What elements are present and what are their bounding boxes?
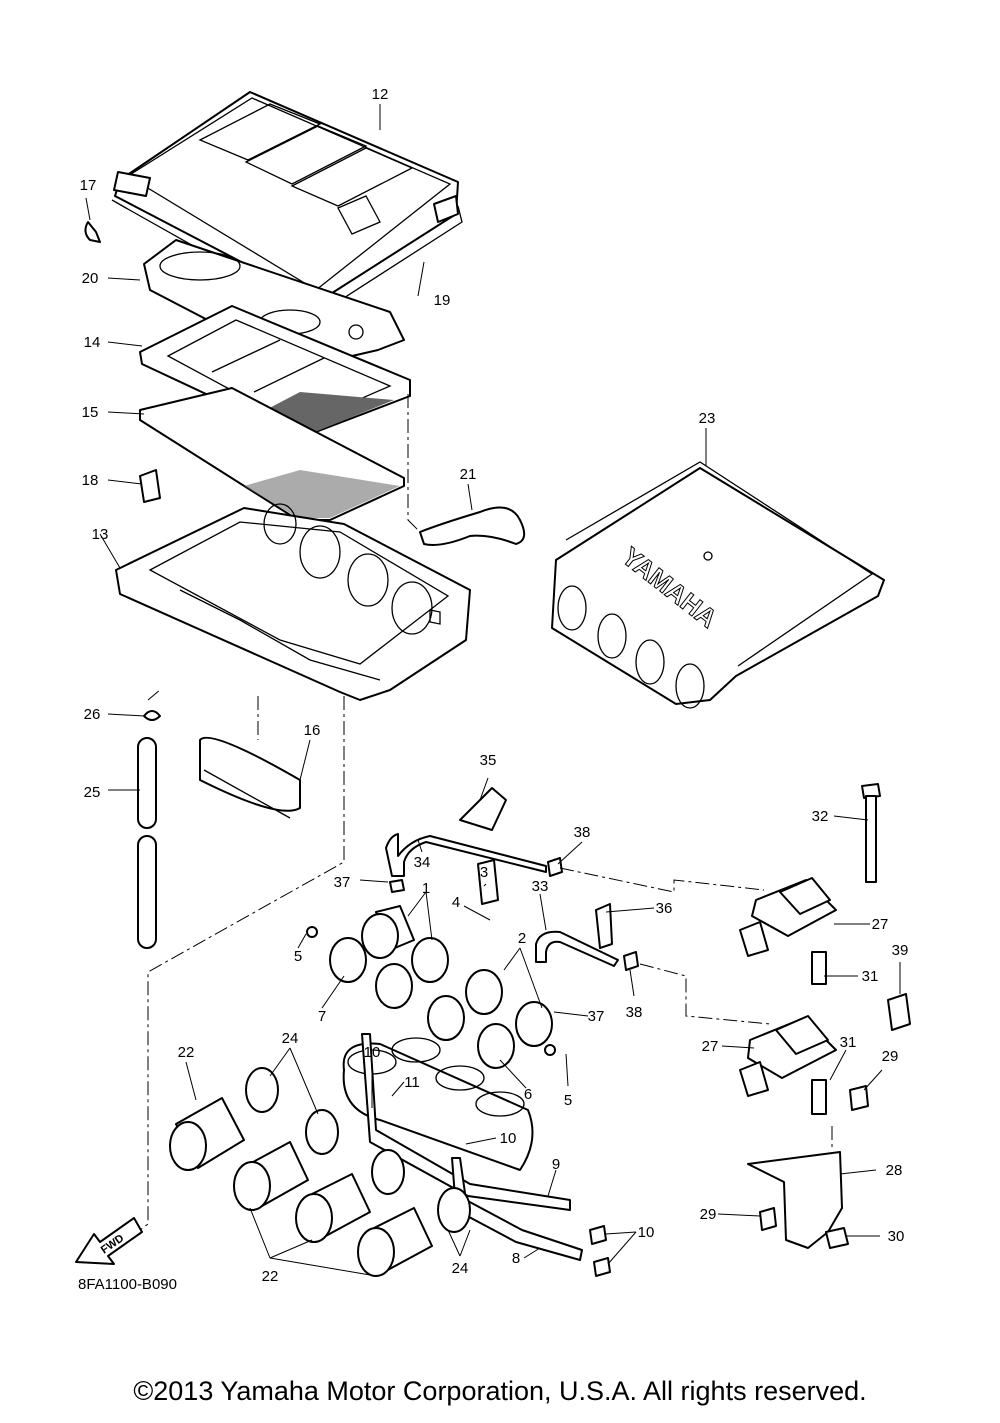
callout-9: 9 <box>552 1156 560 1173</box>
callout-34: 34 <box>414 854 431 871</box>
callout-15: 15 <box>82 404 99 421</box>
bolt-29-a <box>849 1085 869 1111</box>
drawing-code: 8FA1100-B090 <box>78 1276 177 1293</box>
breather-hose <box>419 506 526 546</box>
fuel-pump-lower <box>739 1015 837 1115</box>
hose-holder-35 <box>459 787 507 831</box>
callout-33: 33 <box>532 878 549 895</box>
part-18 <box>139 469 161 503</box>
clip-10-a <box>589 1225 607 1245</box>
callout-6: 6 <box>524 1086 532 1103</box>
callout-4: 4 <box>452 894 460 911</box>
callout-14: 14 <box>84 334 101 351</box>
callout-29b: 29 <box>700 1206 717 1223</box>
vacuum-hose-34 <box>385 833 547 877</box>
callout-26: 26 <box>84 706 101 723</box>
callout-36: 36 <box>656 900 673 917</box>
callout-32: 32 <box>812 808 829 825</box>
bracket-28 <box>747 1151 843 1249</box>
clamp-39 <box>887 993 911 1031</box>
clip-10-b <box>593 1257 611 1277</box>
callout-8: 8 <box>512 1250 520 1267</box>
callout-16: 16 <box>304 722 321 739</box>
clip-38-b <box>623 951 639 971</box>
callout-18: 18 <box>82 472 99 489</box>
bolt-29-b <box>759 1207 777 1231</box>
callout-25: 25 <box>84 784 101 801</box>
clip-38-a <box>547 857 563 877</box>
callout-17: 17 <box>80 177 97 194</box>
callout-27b: 27 <box>702 1038 719 1055</box>
callout-3: 3 <box>480 864 488 881</box>
callout-31: 31 <box>862 968 879 985</box>
callout-13: 13 <box>92 526 109 543</box>
callout-24: 24 <box>282 1030 299 1047</box>
callout-22b: 22 <box>262 1268 279 1285</box>
callout-12: 12 <box>372 86 389 103</box>
callout-11: 11 <box>404 1074 420 1091</box>
callout-19: 19 <box>434 292 451 309</box>
hose-8 <box>451 1157 583 1261</box>
hose-33 <box>535 930 619 967</box>
callout-37b: 37 <box>588 1008 605 1025</box>
hose-clamps-24 <box>245 1067 471 1233</box>
holder-36 <box>595 903 613 949</box>
callout-38: 38 <box>574 824 591 841</box>
intake-joints <box>306 859 556 1069</box>
hose-guide <box>407 394 421 533</box>
callout-38b: 38 <box>626 1004 643 1021</box>
air-duct-plate <box>143 239 405 369</box>
hose-route-1 <box>559 867 765 893</box>
clip-17 <box>84 221 101 243</box>
callout-37: 37 <box>334 874 351 891</box>
bolt-32 <box>861 783 881 883</box>
callout-39: 39 <box>892 942 909 959</box>
callout-7: 7 <box>318 1008 326 1025</box>
callout-31b: 31 <box>840 1034 857 1051</box>
callout-22: 22 <box>178 1044 195 1061</box>
copyright-notice: ©2013 Yamaha Motor Corporation, U.S.A. A… <box>133 1376 867 1406</box>
fuel-pump-upper <box>739 877 837 985</box>
air-duct-cover: YAMAHA <box>551 461 885 709</box>
callout-28: 28 <box>886 1162 903 1179</box>
nut-30 <box>825 1227 849 1249</box>
callout-21: 21 <box>460 466 477 483</box>
callout-29: 29 <box>882 1048 899 1065</box>
air-cleaner-case <box>115 503 471 701</box>
carburetor-joints-22 <box>169 1097 433 1277</box>
callout-27: 27 <box>872 916 889 933</box>
callout-10b: 10 <box>500 1130 517 1147</box>
callout-30: 30 <box>888 1228 905 1245</box>
callout-5: 5 <box>294 948 302 965</box>
callout-10c: 10 <box>638 1224 655 1241</box>
hose-9 <box>361 1033 571 1211</box>
callout-23: 23 <box>699 410 716 427</box>
callout-2: 2 <box>518 930 526 947</box>
assembly-line-3 <box>147 689 161 701</box>
callout-24b: 24 <box>452 1260 469 1277</box>
callout-1: 1 <box>422 880 430 897</box>
callout-10: 10 <box>364 1044 381 1061</box>
hose-route-2 <box>639 963 771 1025</box>
callout-labels: 12 17 20 19 14 15 18 21 23 13 26 16 25 3… <box>80 86 909 1285</box>
part-26 <box>143 710 161 721</box>
intake-duct-16 <box>199 736 301 819</box>
forward-arrow: FWD <box>75 1217 143 1265</box>
callout-5b: 5 <box>564 1092 572 1109</box>
drain-tube <box>137 737 157 949</box>
air-filter-element <box>139 387 405 521</box>
leader-lines <box>85 104 901 1277</box>
callout-20: 20 <box>82 270 99 287</box>
callout-35: 35 <box>480 752 497 769</box>
